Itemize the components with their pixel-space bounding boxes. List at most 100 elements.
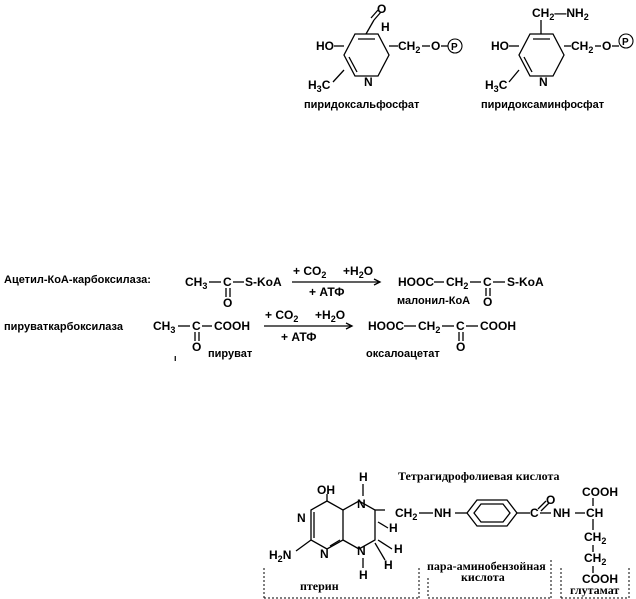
oxaloacetate-name: оксалоацетат — [366, 348, 440, 360]
pyruvate-ch3: CH3 — [153, 319, 175, 335]
pyruvate-h2o: +H2O — [315, 308, 345, 324]
pyridoxal-phosphate-circle — [447, 38, 463, 54]
pyridoxal-cho-o: O — [377, 2, 386, 16]
acetyl-atp: + АТФ — [309, 285, 345, 299]
acetyl-coa-carboxylase-reaction: Ацетил-КоА-карбоксилаза: CH3 C S-KoA O +… — [4, 264, 544, 310]
pyridoxal-cho-double-b — [370, 9, 379, 19]
thf-amide-o: O — [546, 493, 555, 507]
oxaloacetate-cooh: COOH — [480, 319, 516, 333]
pyridoxal-name: пиридоксальфосфат — [304, 99, 420, 111]
label-pterin: птерин — [300, 579, 339, 593]
acetyl-co2: + CO2 — [293, 264, 326, 280]
acetyl-substrate-c: C — [223, 275, 232, 289]
pyridoxal-ho: HO — [316, 39, 334, 53]
thf-title: Тетрагидрофолиевая кислота — [398, 469, 560, 483]
pyridoxal-ch2: CH2 — [398, 39, 420, 55]
acetyl-substrate-o: O — [223, 296, 232, 310]
pyridoxal-n: N — [364, 75, 373, 89]
pyridoxal-ring-double-2 — [348, 56, 358, 73]
pyruvate-stray-mark: ı — [174, 353, 177, 363]
pyridoxal-cho-h: H — [381, 20, 390, 34]
glu-cooh-top: COOH — [582, 485, 618, 499]
pyridoxamine-ho: HO — [491, 39, 509, 53]
acetyl-arrow-head — [373, 278, 382, 286]
pyruvate-o: O — [192, 340, 201, 354]
thf-n8: N — [357, 544, 366, 558]
pyridoxamine-ch2nh2: CH2—NH2 — [532, 6, 589, 22]
malonyl-skoa: S-KoA — [507, 275, 544, 289]
tetrahydrofolate-structure: Тетрагидрофолиевая кислота OH N N N N H … — [263, 469, 630, 599]
acetyl-enzyme-label: Ацетил-КоА-карбоксилаза: — [4, 274, 151, 286]
pyridoxamine-ch2: CH2 — [571, 39, 593, 55]
pyridoxamine-phosphate-circle — [618, 33, 634, 49]
malonyl-hooc: HOOC — [398, 275, 434, 289]
pyridoxal-cho-double-a — [373, 11, 382, 21]
label-paba-line2: кислота — [461, 570, 505, 584]
malonyl-c: C — [483, 275, 492, 289]
malonyl-ch2: CH2 — [446, 275, 468, 291]
thf-n2: N — [320, 547, 329, 561]
thf-h6: H — [389, 521, 398, 535]
thf-h2n-bond — [295, 539, 312, 552]
glu-ch2a: CH2 — [584, 530, 606, 546]
pyridoxal-phosphate-structure: O H HO N H3C CH2 O P пиридоксальфосфат — [304, 2, 463, 111]
pyridoxal-ch3-bond — [332, 69, 345, 83]
malonyl-name: малонил-КоА — [397, 295, 470, 307]
oxaloacetate-ch2: CH2 — [418, 319, 440, 335]
pyruvate-co2: + CO2 — [265, 308, 298, 324]
pyridoxamine-ring — [518, 33, 565, 77]
pyruvate-enzyme-label: пируваткарбоксилаза — [4, 321, 124, 333]
pyridoxamine-ring-double-2 — [523, 56, 533, 73]
thf-h7b: H — [384, 558, 393, 572]
thf-h-n5: H — [359, 470, 368, 484]
pyridoxamine-ch3: H3C — [485, 78, 508, 94]
pyruvate-carboxylase-reaction: пируваткарбоксилаза CH3 C COOH O пируват… — [4, 308, 516, 363]
thf-amide-c: C — [530, 506, 539, 520]
thf-h7a: H — [394, 542, 403, 556]
pyridoxal-cho-bond — [365, 19, 375, 35]
label-paba-line1: пара-аминобензойная — [427, 559, 546, 573]
thf-n1: N — [297, 511, 306, 525]
thf-ch2: CH2 — [395, 506, 417, 522]
pyridoxamine-p: P — [622, 37, 629, 48]
thf-h-n8: H — [359, 568, 368, 582]
acetyl-substrate-ch3: CH3 — [185, 275, 207, 291]
thf-h7b-bond — [374, 542, 386, 561]
oxaloacetate-c: C — [456, 319, 465, 333]
pyridoxamine-name: пиридоксаминфосфат — [481, 99, 605, 111]
thf-amide-co-a — [537, 500, 547, 510]
pyridoxal-o: O — [431, 39, 440, 53]
pyridoxamine-ch3-bond — [508, 69, 520, 83]
acetyl-substrate-skoa: S-KoA — [245, 275, 282, 289]
pyruvate-c: C — [192, 319, 201, 333]
pyruvate-name: пируват — [208, 348, 253, 360]
oxaloacetate-o: O — [456, 340, 465, 354]
pyruvate-arrow-head — [345, 322, 354, 330]
malonyl-o: O — [483, 295, 492, 309]
thf-n5: N — [357, 497, 366, 511]
pyridoxamine-o: O — [602, 39, 611, 53]
thf-h7a-bond — [377, 539, 393, 550]
pyridoxal-ring — [343, 33, 390, 77]
oxaloacetate-hooc: HOOC — [368, 319, 404, 333]
thf-nh2: NH — [553, 506, 570, 520]
thf-oh: OH — [317, 483, 335, 497]
pyridoxal-ch3-h: H3C — [308, 78, 331, 94]
pyridoxal-p: P — [451, 42, 458, 53]
pyridoxamine-phosphate-structure: CH2—NH2 HO N H3C CH2 O P пиридоксаминфос… — [481, 6, 634, 111]
thf-h6-bond — [377, 521, 389, 529]
label-glutamate: глутамат — [570, 583, 619, 597]
thf-nh1: NH — [434, 506, 451, 520]
thf-h2n: H2N — [269, 548, 291, 564]
pterin-ring-b — [342, 500, 376, 550]
glu-ch2b: CH2 — [584, 551, 606, 567]
pterin-ring-a-double-2 — [329, 539, 341, 547]
pyridoxamine-n: N — [539, 75, 548, 89]
thf-amide-co-b — [540, 502, 550, 512]
pyruvate-cooh: COOH — [214, 319, 250, 333]
glu-ch: CH — [586, 506, 603, 520]
pyruvate-atp: + АТФ — [281, 330, 317, 344]
paba-benzene-inner — [473, 503, 511, 523]
acetyl-h2o: +H2O — [343, 264, 373, 280]
